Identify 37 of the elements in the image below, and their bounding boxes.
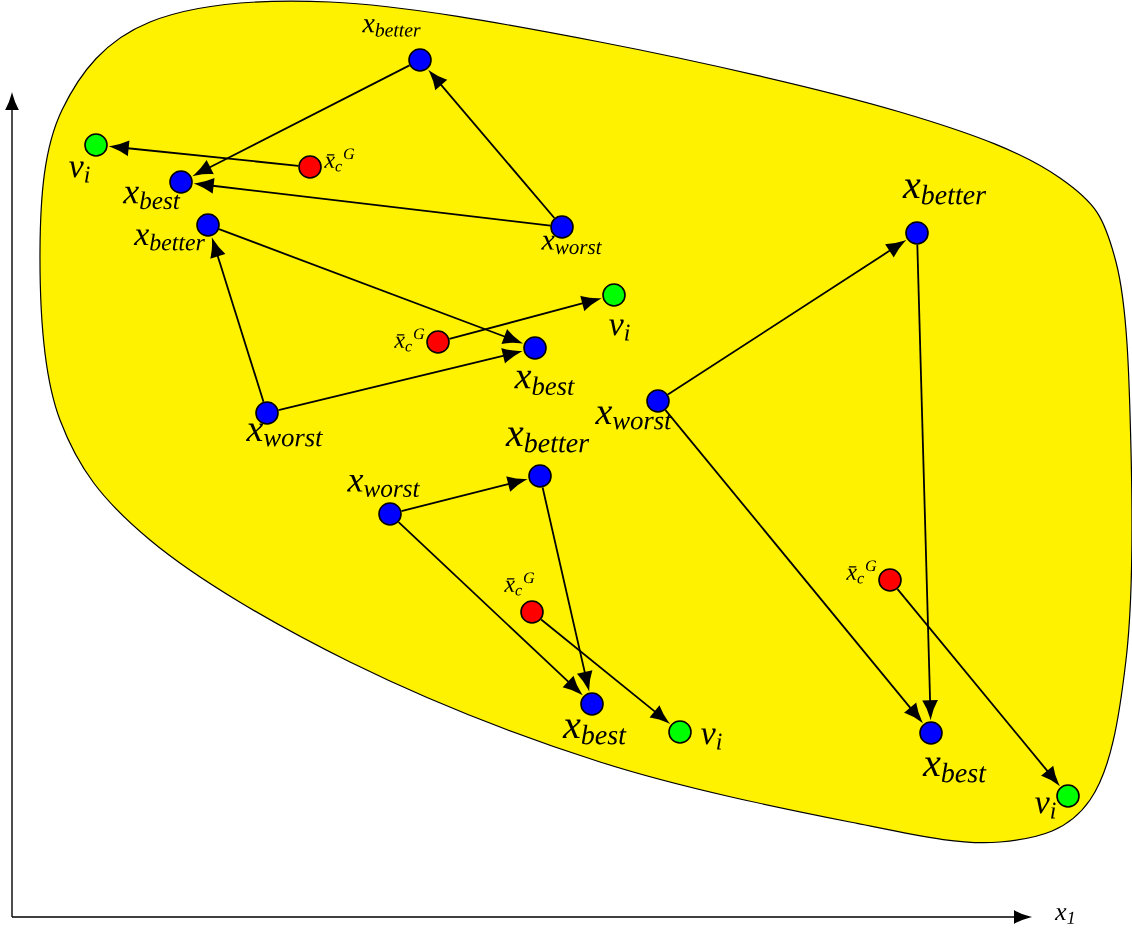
arrow [540, 618, 669, 723]
point-label: x$_{worst}$ [347, 475, 420, 497]
point-label: x$_{worst}$ [595, 406, 673, 430]
arrow [218, 228, 521, 344]
point-label: x$_{better}$ [362, 19, 421, 37]
point-label: x̄$_{c}$G [846, 560, 877, 584]
arrow [210, 239, 265, 403]
point-label: x̄$_{c}$G [324, 148, 355, 172]
point-label: v$_{i}$ [609, 319, 630, 341]
arrow [429, 71, 556, 219]
point-label: x$_{better}$ [902, 179, 987, 205]
arrow [667, 240, 905, 396]
point-label: x$_{best}$ [562, 719, 627, 745]
arrow [400, 476, 526, 512]
point-label: v$_{i}$ [701, 728, 722, 750]
arrow [277, 348, 521, 412]
point-label: x̄$_{c}$G [394, 328, 425, 352]
arrow [397, 521, 582, 694]
arrow [111, 141, 300, 167]
point-label: x$_{best}$ [514, 370, 575, 396]
arrow [664, 409, 922, 722]
point-label: x$_{best}$ [922, 757, 987, 783]
point-label: x̄$_{c}$G [504, 572, 535, 596]
point-label: x$_{worst}$ [541, 235, 602, 255]
point-label: x$_{better}$ [133, 229, 205, 251]
arrow [448, 296, 600, 340]
arrow [194, 64, 411, 176]
arrow [916, 243, 938, 718]
point-label: x$_{worst}$ [246, 423, 324, 447]
point-label: x$_{better}$ [505, 427, 590, 453]
arrow [196, 178, 552, 227]
arrow [541, 486, 593, 689]
arrow [896, 588, 1059, 785]
point-label: v$_{i}$ [1035, 797, 1056, 819]
point-label: v$_{i}$ [69, 161, 90, 183]
axis-label: x$_{1}$ [1054, 908, 1074, 924]
point-label: x$_{best}$ [122, 186, 181, 210]
